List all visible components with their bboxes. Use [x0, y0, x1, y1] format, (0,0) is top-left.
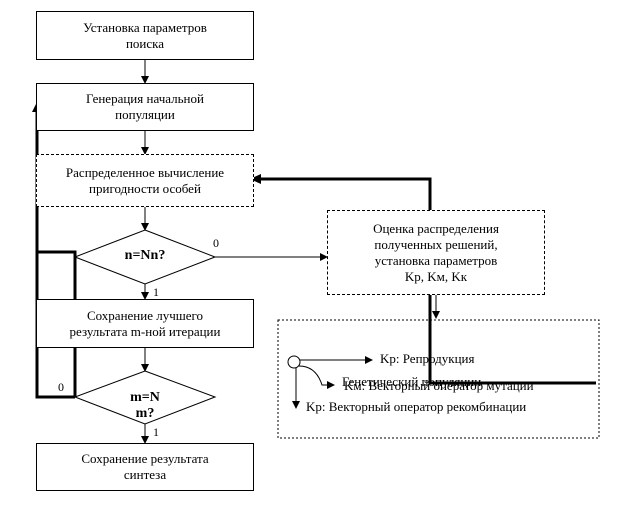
decision-2-no-label: 0	[58, 380, 64, 394]
legend-line-3: Kp: Векторный оператор рекомбинации	[306, 399, 527, 414]
initial-population-box: Генерация начальной популяции	[36, 83, 254, 131]
decision-1-no-label: 0	[213, 236, 219, 250]
legend-arrow-2	[298, 365, 335, 389]
legend-node	[287, 355, 301, 369]
decision-1-label: n=Nn?	[124, 248, 166, 263]
search-params-box: Установка параметров поиска	[36, 11, 254, 60]
decision-diamond-1	[73, 229, 217, 285]
legend-line-2b: Kм: Векторный оператор мутации	[344, 378, 534, 393]
fitness-box: Распределенное вычисление пригодности ос…	[36, 154, 254, 207]
save-best-box: Сохранение лучшего результата m-ной итер…	[36, 299, 254, 348]
decision-2-yes-label: 1	[153, 425, 159, 439]
initial-population-label: Генерация начальной популяции	[86, 91, 204, 122]
legend-frame	[277, 319, 600, 439]
save-result-label: Сохранение результата синтеза	[81, 451, 209, 482]
search-params-label: Установка параметров поиска	[83, 19, 207, 51]
loop-arrowhead-right	[250, 174, 261, 184]
decision-1-yes-label: 1	[153, 285, 159, 299]
estimate-box: Оценка распределения полученных решений,…	[327, 210, 545, 295]
legend-line-2a: Генетический популяции	[342, 374, 482, 389]
loop-line-inner	[37, 250, 77, 397]
decision-diamond-2	[73, 370, 217, 425]
decision-2-label: m=N m?	[110, 390, 180, 422]
fitness-label: Распределенное вычисление пригодности ос…	[65, 164, 225, 196]
legend-line-1: Kp: Репродукция	[380, 351, 475, 366]
estimate-label: Оценка распределения полученных решений,…	[373, 220, 499, 284]
decision-2-text-b: m?	[135, 406, 155, 421]
save-best-label: Сохранение лучшего результата m-ной итер…	[69, 307, 221, 339]
decision-2-text-a: m=N	[130, 390, 160, 405]
save-result-box: Сохранение результата синтеза	[36, 443, 254, 491]
